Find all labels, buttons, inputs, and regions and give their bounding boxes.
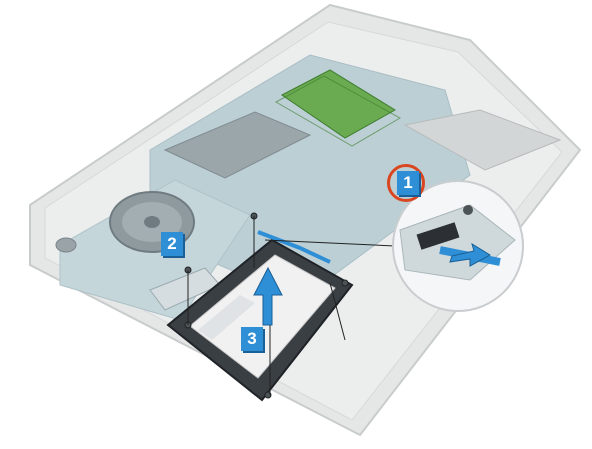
connector-inset [392,180,524,312]
connector-arrow [449,242,491,267]
heatsink [163,111,312,179]
callout-1-highlight-ring [387,164,425,202]
cable-connector-icon [416,222,460,250]
coin-battery [55,237,77,253]
hdd-cable [257,230,331,264]
touchpad-bracket [403,109,562,171]
callout-2: 2 [161,232,183,256]
callout-3: 3 [241,327,263,351]
memory-slot [274,75,402,147]
memory-module [281,69,396,139]
lift-arrow-icon [253,266,283,326]
callout-1: 1 [397,171,419,195]
leader-lines [187,216,396,395]
hdd-label-stripe [198,295,255,340]
